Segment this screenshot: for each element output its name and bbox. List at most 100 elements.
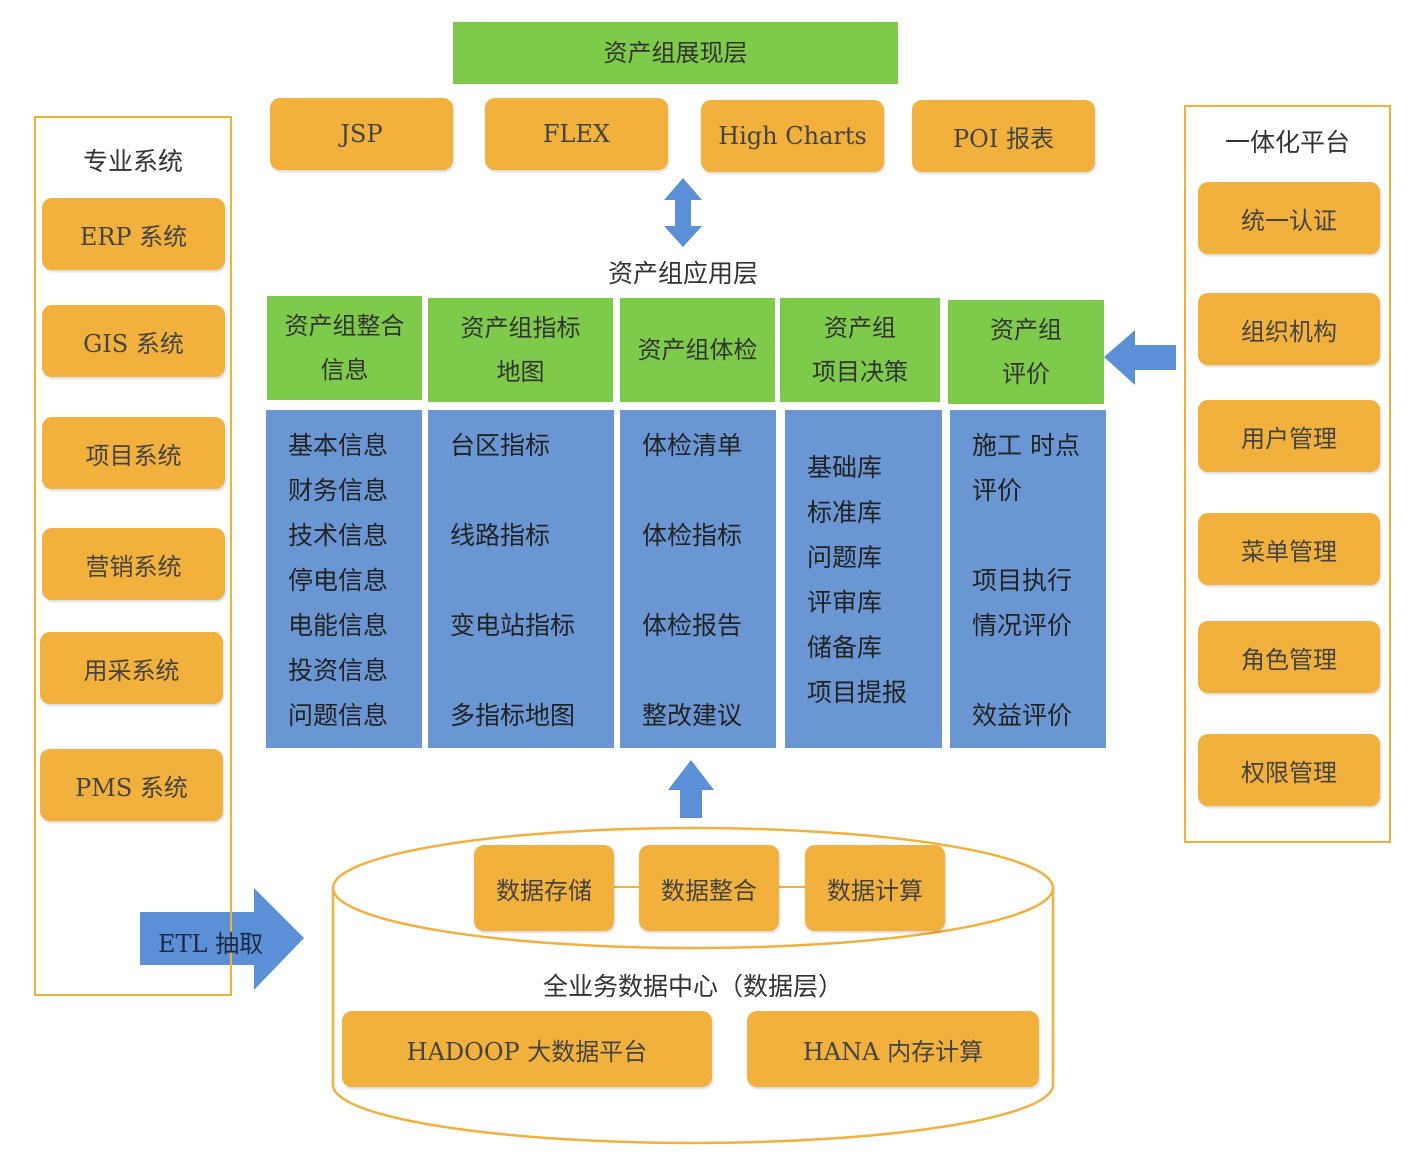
header-line: 信息 xyxy=(320,356,369,384)
system-gis[interactable]: GIS 系统 xyxy=(42,305,225,377)
app-item: 项目提报 xyxy=(807,678,908,707)
app-item: 体检报告 xyxy=(642,611,743,640)
app-item: 投资信息 xyxy=(288,656,389,685)
data-op-label: 数据存储 xyxy=(496,876,592,905)
app-header-integration: 资产组整合 信息 xyxy=(267,296,422,400)
integrated-platform-panel: 一体化平台 xyxy=(1184,105,1391,843)
system-project[interactable]: 项目系统 xyxy=(42,417,225,489)
platform-label: 菜单管理 xyxy=(1241,537,1337,566)
app-item: 基本信息 xyxy=(288,431,389,460)
app-item: 标准库 xyxy=(807,498,883,527)
app-header-decision: 资产组 项目决策 xyxy=(780,298,940,402)
platform-permissions[interactable]: 权限管理 xyxy=(1198,734,1380,806)
application-layer-title: 资产组应用层 xyxy=(607,259,758,288)
presentation-item-poi[interactable]: POI 报表 xyxy=(912,100,1095,172)
presentation-item-label: POI 报表 xyxy=(953,124,1054,153)
presentation-item-label: FLEX xyxy=(542,120,611,148)
system-label: 项目系统 xyxy=(85,441,182,470)
app-item: 台区指标 xyxy=(450,431,551,460)
header-line: 资产组 xyxy=(824,314,896,342)
up-arrow-icon xyxy=(668,760,714,818)
app-header-checkup: 资产组体检 xyxy=(620,298,775,402)
system-label: 营销系统 xyxy=(85,552,182,581)
platform-hana[interactable]: HANA 内存计算 xyxy=(747,1011,1039,1087)
app-item: 基础库 xyxy=(807,453,883,482)
app-item: 电能信息 xyxy=(288,611,389,640)
app-item: 财务信息 xyxy=(288,476,389,505)
professional-systems-panel: 专业系统 xyxy=(34,116,232,996)
app-header-indicator-map: 资产组指标 地图 xyxy=(428,298,613,402)
double-arrow-icon xyxy=(664,178,702,247)
data-op-compute[interactable]: 数据计算 xyxy=(805,845,945,931)
professional-systems-title: 专业系统 xyxy=(82,147,183,176)
platform-org[interactable]: 组织机构 xyxy=(1198,293,1380,365)
data-platform-label: HADOOP 大数据平台 xyxy=(406,1037,648,1066)
data-op-storage[interactable]: 数据存储 xyxy=(474,845,614,931)
system-erp[interactable]: ERP 系统 xyxy=(42,198,225,270)
app-item: 问题信息 xyxy=(288,701,389,730)
data-center-title: 全业务数据中心（数据层） xyxy=(542,972,843,1001)
platform-auth[interactable]: 统一认证 xyxy=(1198,182,1380,254)
presentation-title-text: 资产组展现层 xyxy=(603,39,748,67)
app-header-evaluation: 资产组 评价 xyxy=(948,300,1104,404)
app-item: 施工 时点 xyxy=(972,431,1080,460)
platform-label: 统一认证 xyxy=(1241,206,1337,235)
data-op-label: 数据计算 xyxy=(827,876,923,905)
data-platform-label: HANA 内存计算 xyxy=(802,1037,984,1066)
header-line: 资产组整合 xyxy=(284,312,405,340)
app-item: 问题库 xyxy=(807,543,883,572)
app-item: 评审库 xyxy=(807,588,883,617)
system-collection[interactable]: 用采系统 xyxy=(40,632,223,704)
system-label: 用采系统 xyxy=(83,656,180,685)
app-item: 整改建议 xyxy=(642,701,743,730)
app-item: 情况评价 xyxy=(972,611,1073,640)
header-line: 资产组体检 xyxy=(637,336,758,364)
app-item: 储备库 xyxy=(807,633,883,662)
presentation-item-label: JSP xyxy=(340,120,383,148)
presentation-item-jsp[interactable]: JSP xyxy=(270,98,453,170)
data-op-label: 数据整合 xyxy=(661,876,757,905)
header-line: 评价 xyxy=(1002,360,1050,388)
platform-label: 组织机构 xyxy=(1241,317,1337,346)
app-item: 体检指标 xyxy=(642,521,743,550)
app-item: 评价 xyxy=(972,476,1023,505)
system-label: ERP 系统 xyxy=(79,222,188,251)
app-column-evaluation: 施工 时点 评价 项目执行 情况评价 效益评价 xyxy=(950,410,1106,748)
data-op-integration[interactable]: 数据整合 xyxy=(639,845,779,931)
platform-roles[interactable]: 角色管理 xyxy=(1198,621,1380,693)
left-arrow-icon xyxy=(1104,330,1176,385)
app-column-integration: 基本信息 财务信息 技术信息 停电信息 电能信息 投资信息 问题信息 xyxy=(266,410,422,748)
header-line: 项目决策 xyxy=(812,358,908,386)
app-item: 效益评价 xyxy=(972,701,1073,730)
presentation-item-flex[interactable]: FLEX xyxy=(485,98,668,170)
app-item: 技术信息 xyxy=(288,521,389,550)
app-column-checkup: 体检清单 体检指标 体检报告 整改建议 xyxy=(620,410,776,748)
platform-hadoop[interactable]: HADOOP 大数据平台 xyxy=(342,1011,712,1087)
platform-label: 用户管理 xyxy=(1241,424,1337,453)
app-column-decision: 基础库 标准库 问题库 评审库 储备库 项目提报 xyxy=(785,410,942,748)
app-item: 项目执行 xyxy=(972,566,1073,595)
header-line: 资产组指标 xyxy=(460,314,581,342)
platform-label: 角色管理 xyxy=(1241,645,1337,674)
etl-arrow-icon xyxy=(140,888,304,990)
integrated-platform-title: 一体化平台 xyxy=(1224,128,1350,157)
app-item: 体检清单 xyxy=(642,431,743,460)
presentation-item-highcharts[interactable]: High Charts xyxy=(701,100,884,172)
app-item: 停电信息 xyxy=(288,566,389,595)
app-item: 多指标地图 xyxy=(450,701,576,730)
header-line: 资产组 xyxy=(990,316,1062,344)
app-column-indicator-map: 台区指标 线路指标 变电站指标 多指标地图 xyxy=(428,410,614,748)
etl-label: ETL 抽取 xyxy=(158,930,264,958)
platform-menus[interactable]: 菜单管理 xyxy=(1198,513,1380,585)
presentation-item-label: High Charts xyxy=(718,122,867,150)
app-item: 线路指标 xyxy=(450,521,551,550)
system-label: GIS 系统 xyxy=(83,329,184,358)
header-line: 地图 xyxy=(496,358,545,386)
app-item: 变电站指标 xyxy=(450,611,576,640)
system-label: PMS 系统 xyxy=(75,773,188,802)
presentation-layer-title: 资产组展现层 xyxy=(453,22,898,84)
system-marketing[interactable]: 营销系统 xyxy=(42,528,225,600)
system-pms[interactable]: PMS 系统 xyxy=(40,749,223,821)
platform-label: 权限管理 xyxy=(1241,758,1337,787)
platform-users[interactable]: 用户管理 xyxy=(1198,400,1380,472)
